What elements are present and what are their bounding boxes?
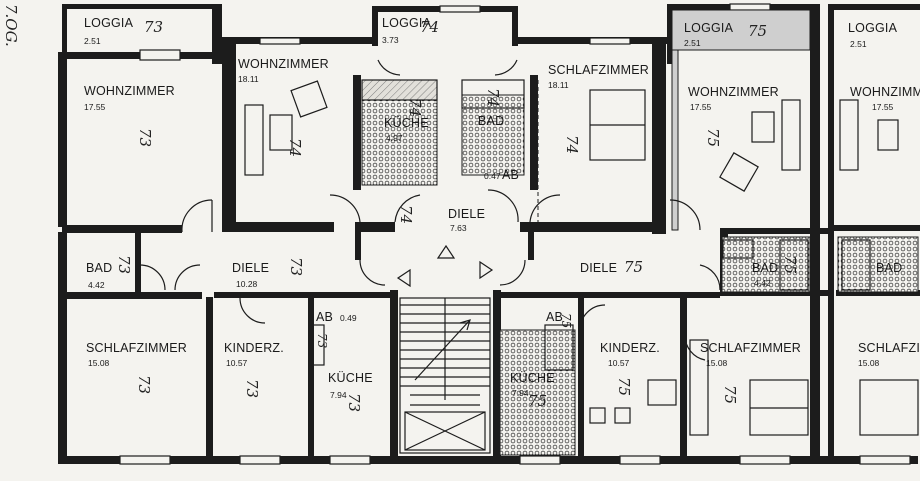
room-area-loggia-3: 2.51 (684, 38, 701, 48)
unit-mark-left: 73 (136, 128, 154, 147)
unit-mark-right: 75 (721, 385, 739, 404)
staircase (399, 297, 491, 454)
unit-mark-right: 75 (559, 313, 573, 328)
room-name-schlafzimmer-1: SCHLAFZIMMER (86, 341, 187, 355)
room-name-ab-3: AB (546, 310, 563, 324)
room-area-schlafzimmer-3: 15.08 (706, 358, 728, 368)
landing-arrows (396, 244, 494, 288)
room-name-diele-3: DIELE (580, 261, 617, 275)
bathtub-right (779, 239, 809, 291)
room-name-kueche-1: KÜCHE (328, 371, 373, 385)
unit-mark-middle: 74 (286, 138, 304, 157)
room-name-schlafzimmer-2: SCHLAFZIMMER (548, 63, 649, 77)
unit-mark-left: 73 (315, 333, 329, 349)
kitchen-counter (362, 80, 437, 100)
unit-mark-right: 75 (528, 392, 547, 410)
loggia-shading (671, 9, 811, 51)
room-name-loggia-1: LOGGIA (84, 16, 134, 30)
room-area-kueche-1: 7.94 (330, 390, 347, 400)
unit-mark-left: 73 (243, 379, 261, 398)
room-name-bad-1: BAD (86, 261, 112, 275)
stove (544, 324, 574, 371)
unit-mark-right: 75 (704, 128, 722, 147)
room-area-schlafzimmer-4: 15.08 (858, 358, 880, 368)
unit-mark-right: 75 (624, 258, 643, 276)
unit-mark-right: 75 (781, 255, 799, 274)
room-labels: LOGGIA 2.51 WOHNZIMMER 17.55 BAD 4.42 DI… (84, 16, 920, 400)
unit-mark-left: 73 (345, 393, 363, 412)
windows (119, 3, 911, 465)
wall-shading (671, 49, 679, 231)
room-area-schlafzimmer-1: 15.08 (88, 358, 110, 368)
room-name-kinderz-3: KINDERZ. (600, 341, 660, 355)
unit-mark-middle: 74 (484, 88, 502, 107)
room-name-wohnzimmer-1: WOHNZIMMER (84, 84, 175, 98)
room-name-wohnzimmer-3: WOHNZIMMER (688, 85, 779, 99)
unit-mark-middle: 74 (397, 205, 415, 224)
room-name-bad-2: BAD (478, 114, 504, 128)
room-name-bad-3: BAD (752, 261, 778, 275)
floor-label: 7.OG. (2, 4, 20, 47)
unit-mark-left: 73 (144, 18, 163, 36)
unit-marks: 73 73 73 73 73 73 73 73 74 74 74 74 74 7… (115, 18, 799, 412)
unit-mark-left: 73 (287, 257, 305, 276)
room-area-kueche-2: 4.97 (386, 133, 403, 143)
unit-mark-right: 75 (748, 22, 767, 40)
unit-mark-left: 73 (115, 255, 133, 274)
room-area-kinderz-3: 10.57 (608, 358, 630, 368)
room-area-schlafzimmer-2: 18.11 (548, 80, 569, 90)
unit-mark-middle: 74 (406, 98, 424, 117)
washbasin (722, 239, 754, 259)
room-area-loggia-4: 2.51 (850, 39, 867, 49)
kitchen-counter-left (311, 324, 325, 366)
room-name-loggia-3: LOGGIA (684, 21, 734, 35)
room-name-loggia-4: LOGGIA (848, 21, 898, 35)
room-name-bad-4: BAD (876, 261, 902, 275)
room-area-ab-2: 0.47 (484, 171, 501, 181)
room-name-wohnzimmer-2: WOHNZIMMER (238, 57, 329, 71)
room-area-loggia-2: 3.73 (382, 35, 399, 45)
unit-mark-left: 73 (135, 375, 153, 394)
room-name-diele-2: DIELE (448, 207, 485, 221)
room-area-loggia-1: 2.51 (84, 36, 101, 46)
unit-mark-right: 75 (615, 377, 633, 396)
room-name-kueche-3: KÜCHE (510, 371, 555, 385)
room-area-wohnzimmer-2: 18.11 (238, 74, 259, 84)
room-name-ab-2: AB (502, 168, 519, 182)
room-name-wohnzimmer-4: WOHNZIMMER (850, 85, 920, 99)
room-area-bad-1: 4.42 (88, 280, 105, 290)
room-name-diele-1: DIELE (232, 261, 269, 275)
room-area-wohnzimmer-3: 17.55 (690, 102, 712, 112)
room-name-ab-1: AB (316, 310, 333, 324)
unit-mark-middle: 74 (420, 18, 439, 36)
room-area-bad-3: 4.42 (754, 278, 771, 288)
room-name-schlafzimmer-4: SCHLAFZIMMER (858, 341, 920, 355)
furniture (244, 80, 919, 436)
room-name-kueche-2: KÜCHE (384, 116, 429, 130)
kitchen-counter-outline (361, 79, 438, 101)
room-area-wohnzimmer-4: 17.55 (872, 102, 894, 112)
room-area-wohnzimmer-1: 17.55 (84, 102, 106, 112)
room-area-kinderz-1: 10.57 (226, 358, 248, 368)
tiled-areas (361, 94, 919, 456)
bathtub (461, 79, 525, 109)
room-name-schlafzimmer-3: SCHLAFZIMMER (700, 341, 801, 355)
room-area-kueche-3: 7.94 (512, 388, 529, 398)
room-area-ab-1: 0.49 (340, 313, 357, 323)
room-area-diele-2: 7.63 (450, 223, 467, 233)
room-name-kinderz-1: KINDERZ. (224, 341, 284, 355)
unit-mark-middle: 74 (563, 135, 581, 154)
room-area-diele-1: 10.28 (236, 279, 258, 289)
bathtub-far (841, 239, 871, 291)
room-name-loggia-2: LOGGIA (382, 16, 432, 30)
walls (58, 4, 920, 464)
